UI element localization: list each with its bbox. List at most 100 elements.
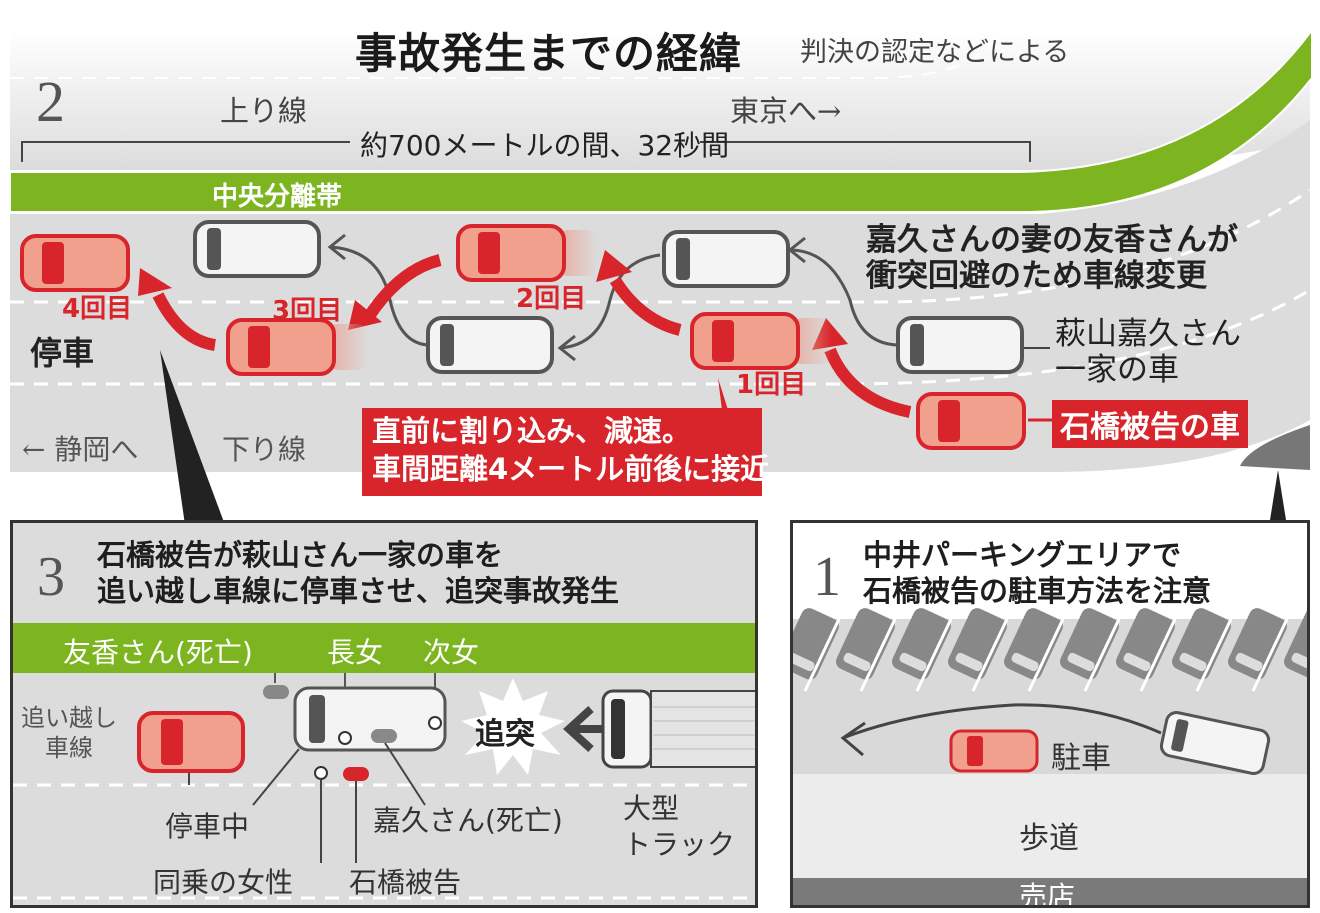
younger-daughter-label: 次女 (423, 636, 480, 669)
parked-car (836, 608, 895, 680)
defendant-figure (343, 767, 369, 781)
scene3-collision-diagram (13, 673, 755, 900)
attempt-1-label: 1回目 (736, 370, 807, 400)
defendant-car-label: 石橋被告の車 (1052, 400, 1248, 448)
pointer-to-scene3 (160, 350, 225, 525)
family-van-pos-4 (193, 220, 321, 278)
parking-space-line (1083, 618, 1121, 692)
attempt-arrow-2 (609, 276, 682, 336)
median-label: 中央分離帯 (212, 182, 343, 212)
family-van-start (896, 316, 1024, 374)
down-line-label: 下り線 (222, 433, 307, 466)
defendant-car-stopped (137, 711, 245, 773)
parked-car (1004, 608, 1063, 680)
parked-car (1228, 608, 1287, 680)
parked-car (1060, 608, 1119, 680)
defendant-label: 石橋被告 (349, 866, 462, 899)
scene3-panel: 3 石橋被告が萩山さん一家の車を 追い越し車線に停車させ、追突事故発生 友香さん… (10, 520, 758, 908)
family-car-line1: 萩山嘉久さん (1055, 316, 1241, 352)
truck-label: 大型 トラック (623, 791, 735, 863)
pointer-to-scene1 (1270, 470, 1286, 520)
up-line-road (10, 30, 1310, 170)
defendant-car-parked (949, 729, 1039, 773)
passenger-label: 同乗の女性 (153, 866, 294, 899)
younger-daughter-seat (428, 716, 442, 730)
parking-space-line (1027, 618, 1065, 692)
scene3-step-number: 3 (37, 546, 65, 608)
parked-car (892, 608, 951, 680)
parking-space-line (859, 618, 897, 692)
span-label: 約700メートルの間、32秒間 (360, 129, 730, 162)
truck-line1: 大型 (623, 792, 680, 825)
collision-label: 追突 (475, 717, 535, 752)
parked-car (793, 608, 839, 680)
van-path-arrow-icon (840, 721, 866, 757)
stopped-label: 停車中 (165, 810, 250, 843)
husband-label: 嘉久さん(死亡) (373, 804, 563, 837)
family-car-label: 萩山嘉久さん 一家の車 (1055, 316, 1241, 388)
family-van-pos-2 (662, 230, 790, 288)
parking-space-line (1195, 618, 1233, 692)
parked-car (1284, 608, 1307, 680)
elder-daughter-seat (338, 731, 352, 745)
truck-line2: トラック (623, 828, 736, 861)
defendant-car-start (916, 392, 1026, 450)
scene3-median (13, 623, 755, 673)
sidewalk-label: 歩道 (1019, 821, 1079, 856)
defendant-car-attempt-1 (690, 312, 832, 370)
passing-lane-label: 追い越し 車線 (21, 703, 117, 763)
attempt-4-label: 4回目 (62, 294, 133, 324)
parking-space-line (1251, 618, 1289, 692)
collision-arrow-icon (563, 706, 594, 752)
wife-label: 友香さん(死亡) (63, 636, 253, 669)
wife-note-line1: 嘉久さんの妻の友香さんが (866, 222, 1238, 258)
passenger-figure (314, 766, 328, 780)
parking-ramp (1240, 425, 1310, 470)
parking-area-diagram (793, 608, 1310, 905)
collision-burst-icon (461, 678, 565, 775)
scene1-heading-line1: 中井パーキングエリアで (863, 538, 1182, 572)
scene1-heading: 中井パーキングエリアで 石橋被告の駐車方法を注意 (863, 537, 1211, 609)
stop-label: 停車 (30, 334, 95, 372)
parking-label: 駐車 (1051, 741, 1111, 776)
wife-note-line2: 衝突回避のため車線変更 (866, 258, 1207, 294)
scene1-panel: 1 中井パーキングエリアで 石橋被告の駐車方法を注意 駐車 歩道 売店 (790, 520, 1310, 908)
scene3-heading-line1: 石橋被告が萩山さん一家の車を (97, 538, 504, 572)
defendant-car-attempt-3 (226, 318, 368, 376)
parking-space-line (803, 618, 841, 692)
defendant-car-attempt-4 (20, 234, 130, 292)
parking-space-line (915, 618, 953, 692)
wife-lane-change-note: 嘉久さんの妻の友香さんが 衝突回避のため車線変更 (866, 222, 1238, 294)
lane-divider-1 (10, 188, 1311, 304)
attempt-arrow-1 (824, 347, 912, 418)
callout-line1: 直前に割り込み、減速。 (372, 414, 692, 448)
scene1-heading-line2: 石橋被告の駐車方法を注意 (863, 574, 1212, 608)
passing-lane-line2: 車線 (45, 734, 93, 762)
parked-car (948, 608, 1007, 680)
parked-car (1172, 608, 1231, 680)
parking-space-line (1309, 619, 1310, 691)
up-line-label: 上り線 (220, 94, 308, 128)
to-shizuoka-label: ← 静岡へ (22, 433, 139, 466)
parking-space-line (1139, 618, 1177, 692)
page-title: 事故発生までの経緯 (355, 29, 743, 78)
parked-car (1116, 608, 1175, 680)
page-subtitle: 判決の認定などによる (800, 37, 1070, 68)
cut-in-callout: 直前に割り込み、減速。 車間距離4メートル前後に接近 (362, 408, 769, 496)
scene1-step-number: 1 (813, 546, 841, 608)
passing-lane-line1: 追い越し (21, 704, 117, 732)
elder-daughter-label: 長女 (327, 636, 384, 669)
scene2-step-number: 2 (36, 69, 65, 134)
attempt-arrow-3 (365, 254, 442, 319)
attempt-2-label: 2回目 (516, 284, 587, 314)
shop-label: 売店 (1019, 880, 1076, 908)
family-van-parking (1159, 711, 1271, 775)
large-truck (601, 689, 755, 769)
scene3-heading: 石橋被告が萩山さん一家の車を 追い越し車線に停車させ、追突事故発生 (97, 537, 619, 609)
median-strip (9, 26, 1313, 213)
to-tokyo-label: 東京へ→ (730, 94, 842, 128)
attempt-arrow-4 (152, 292, 217, 351)
family-van-stopped (293, 686, 447, 752)
parking-space-line (971, 618, 1009, 692)
